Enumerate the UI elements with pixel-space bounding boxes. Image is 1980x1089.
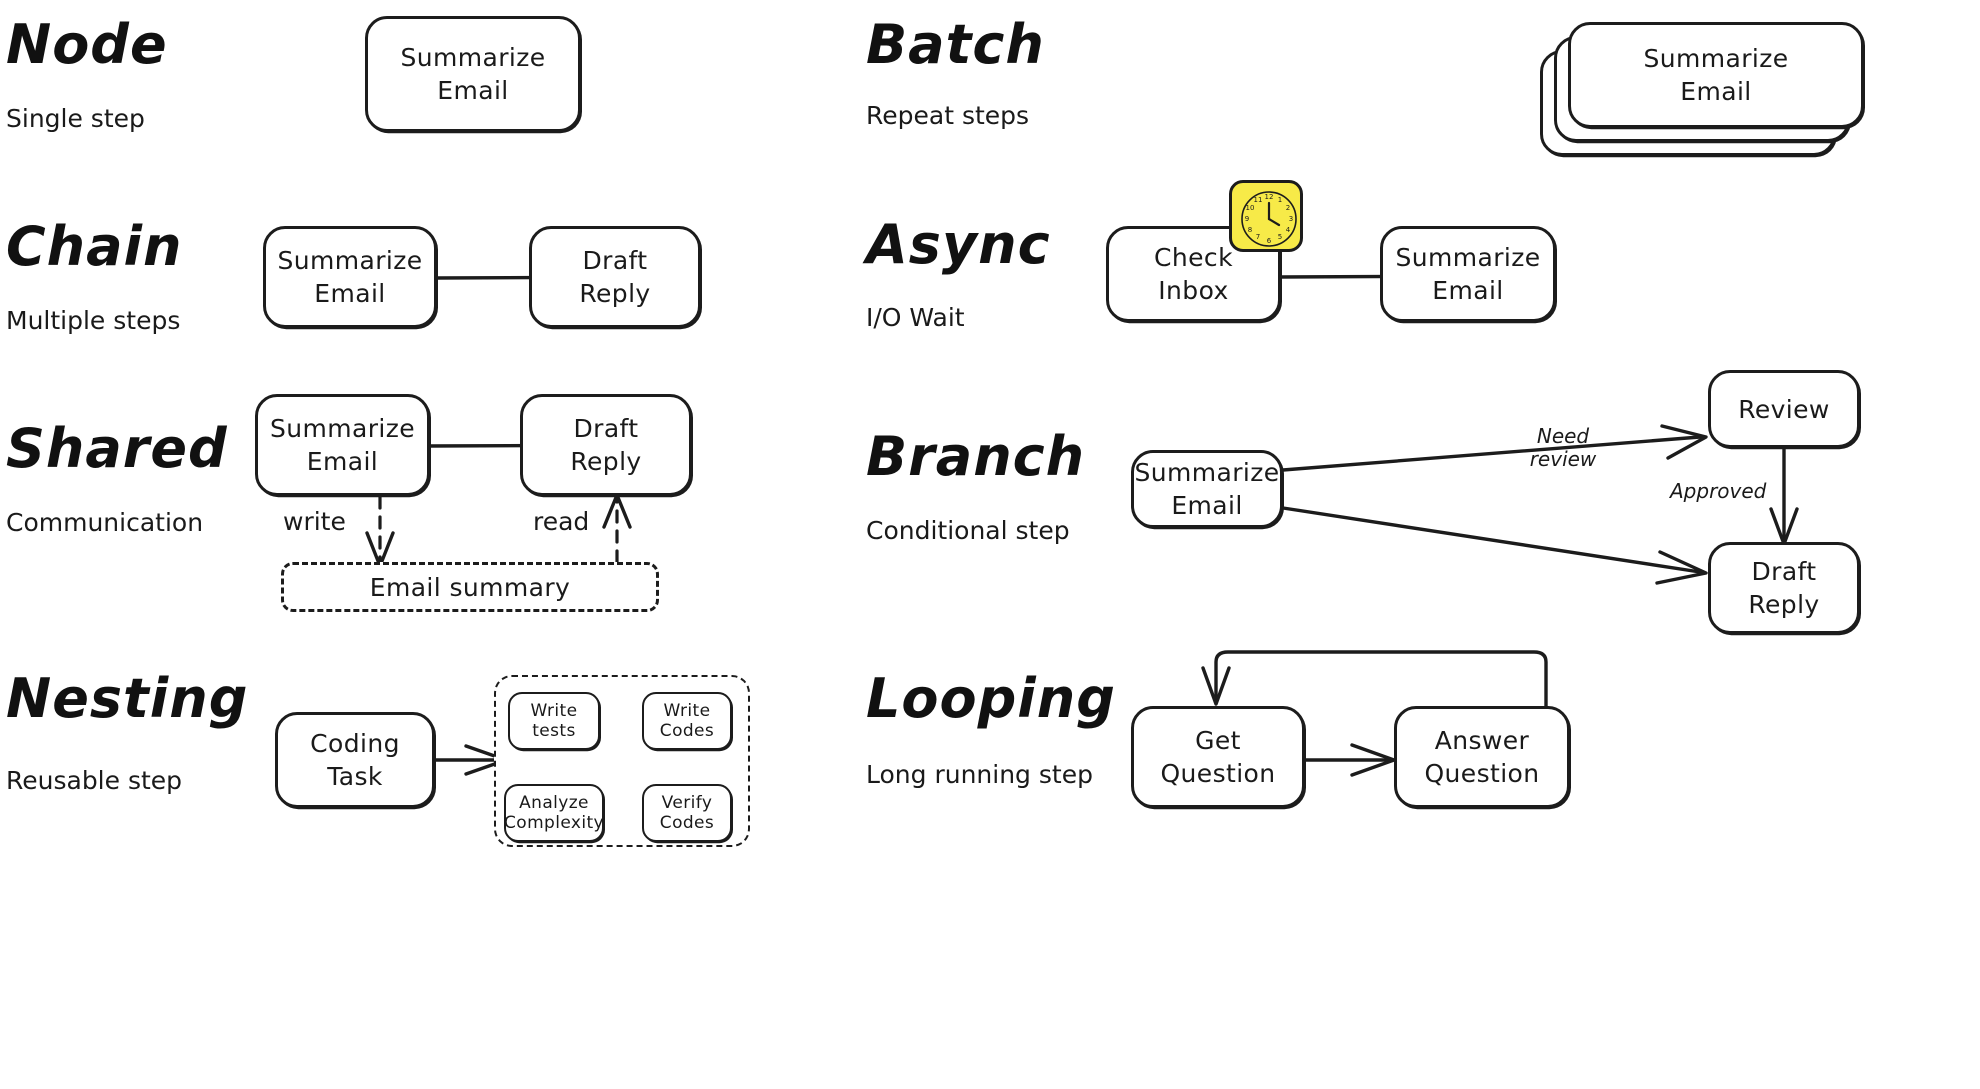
- edge-label-line2: review: [1529, 447, 1597, 471]
- section-subtitle-async: I/O Wait: [866, 303, 965, 332]
- node-label-line2: Email: [1171, 491, 1243, 520]
- node-label-line2: Question: [1160, 759, 1276, 788]
- node-label-line2: Complexity: [504, 813, 605, 833]
- node-label-line1: Summarize: [1395, 243, 1541, 272]
- node-label-line2: Email: [314, 279, 386, 308]
- section-subtitle-chain: Multiple steps: [6, 306, 181, 335]
- node-shared-draft-reply[interactable]: Draft Reply: [520, 394, 692, 496]
- node-label-line1: Summarize: [400, 43, 546, 72]
- edge-looping-get-to-answer: [1303, 743, 1396, 777]
- section-title-looping: Looping: [866, 667, 1116, 730]
- node-label-line2: Question: [1424, 759, 1540, 788]
- svg-text:4: 4: [1286, 226, 1291, 234]
- node-label-line2: tests: [532, 721, 576, 741]
- node-label-line1: Summarize: [269, 414, 416, 443]
- node-coding-task[interactable]: Coding Task: [275, 712, 435, 808]
- node-verify-codes[interactable]: Verify Codes: [642, 784, 732, 842]
- edge-shared-write-to-store: [365, 495, 395, 568]
- svg-text:6: 6: [1267, 237, 1272, 245]
- node-label-line2: Codes: [659, 721, 715, 741]
- node-branch-draft-reply[interactable]: Draft Reply: [1708, 542, 1860, 634]
- edge-label-need-review: Need review: [1508, 425, 1618, 471]
- section-title-async: Async: [866, 213, 1051, 276]
- node-batch-summarize-email[interactable]: Summarize Email: [1568, 22, 1864, 128]
- svg-text:10: 10: [1246, 204, 1255, 212]
- node-review[interactable]: Review: [1708, 370, 1860, 448]
- section-title-node: Node: [6, 13, 168, 76]
- svg-text:12: 12: [1265, 193, 1274, 201]
- node-label-line2: Reply: [570, 447, 642, 476]
- node-label-line1: Write: [663, 700, 711, 721]
- node-label-line1: Check: [1154, 243, 1233, 272]
- node-label-line1: Summarize: [1643, 44, 1789, 73]
- edge-shared-store-to-read: [602, 493, 632, 564]
- svg-text:1: 1: [1278, 196, 1282, 204]
- node-answer-question[interactable]: Answer Question: [1394, 706, 1570, 808]
- node-analyze-complexity[interactable]: Analyze Complexity: [504, 784, 604, 842]
- node-label-line1: Summarize: [277, 246, 423, 275]
- edge-label-approved: Approved: [1670, 479, 1767, 503]
- section-title-branch: Branch: [866, 425, 1086, 488]
- node-label-line1: Verify: [661, 792, 713, 813]
- section-subtitle-branch: Conditional step: [866, 516, 1070, 545]
- section-subtitle-node: Single step: [6, 104, 145, 133]
- section-subtitle-nesting: Reusable step: [6, 766, 183, 795]
- section-subtitle-batch: Repeat steps: [866, 101, 1030, 130]
- node-label-line1: Write: [530, 700, 578, 721]
- node-label-line2: Reply: [1748, 590, 1820, 619]
- node-label-line2: Email: [1432, 276, 1504, 305]
- node-label: Review: [1738, 394, 1830, 424]
- svg-text:9: 9: [1245, 215, 1249, 223]
- svg-text:2: 2: [1286, 204, 1290, 212]
- section-title-chain: Chain: [6, 215, 183, 278]
- edge-label-read: read: [533, 507, 590, 536]
- section-subtitle-looping: Long running step: [866, 760, 1093, 789]
- node-summarize-email[interactable]: Summarize Email: [365, 16, 581, 132]
- svg-text:7: 7: [1256, 233, 1260, 241]
- edge-branch-review-to-draft: [1769, 445, 1799, 546]
- edge-branch-summarize-to-draft: [1281, 506, 1708, 585]
- node-label-line2: Inbox: [1158, 276, 1229, 305]
- store-email-summary[interactable]: Email summary: [281, 562, 659, 612]
- edge-label-line1: Need: [1536, 424, 1590, 448]
- node-write-codes[interactable]: Write Codes: [642, 692, 732, 750]
- node-branch-summarize-email[interactable]: Summarize Email: [1131, 450, 1283, 528]
- node-label-line2: Email: [306, 447, 379, 476]
- node-label-line1: Analyze: [519, 792, 589, 813]
- edge-looping-answer-to-get: [1201, 650, 1548, 712]
- svg-text:8: 8: [1248, 226, 1252, 234]
- edge-label-write: write: [283, 507, 346, 536]
- node-label-line1: Draft: [582, 246, 648, 275]
- node-label-line1: Summarize: [1134, 458, 1280, 487]
- node-chain-draft-reply[interactable]: Draft Reply: [529, 226, 701, 328]
- node-label-line2: Email: [437, 76, 509, 105]
- node-write-tests[interactable]: Write tests: [508, 692, 600, 750]
- svg-text:3: 3: [1289, 215, 1293, 223]
- node-label-line2: Codes: [659, 813, 715, 833]
- section-title-batch: Batch: [866, 13, 1045, 76]
- node-get-question[interactable]: Get Question: [1131, 706, 1305, 808]
- node-label-line1: Answer: [1434, 726, 1530, 755]
- store-label: Email summary: [369, 572, 571, 602]
- node-label-line1: Get: [1195, 726, 1241, 755]
- node-async-summarize-email[interactable]: Summarize Email: [1380, 226, 1556, 322]
- node-label-line1: Draft: [1751, 557, 1817, 586]
- svg-text:11: 11: [1254, 196, 1263, 204]
- edge-branch-summarize-to-review: [1281, 424, 1708, 472]
- node-chain-summarize-email[interactable]: Summarize Email: [263, 226, 437, 328]
- node-label-line2: Reply: [579, 279, 651, 308]
- node-label-line1: Coding: [310, 729, 400, 758]
- node-label-line2: Email: [1680, 77, 1752, 106]
- node-label-line1: Draft: [573, 414, 639, 443]
- node-label-line2: Task: [327, 762, 383, 791]
- section-title-shared: Shared: [6, 417, 228, 480]
- svg-text:5: 5: [1278, 233, 1282, 241]
- section-title-nesting: Nesting: [6, 667, 249, 730]
- section-subtitle-shared: Communication: [6, 508, 204, 537]
- node-shared-summarize-email[interactable]: Summarize Email: [255, 394, 430, 496]
